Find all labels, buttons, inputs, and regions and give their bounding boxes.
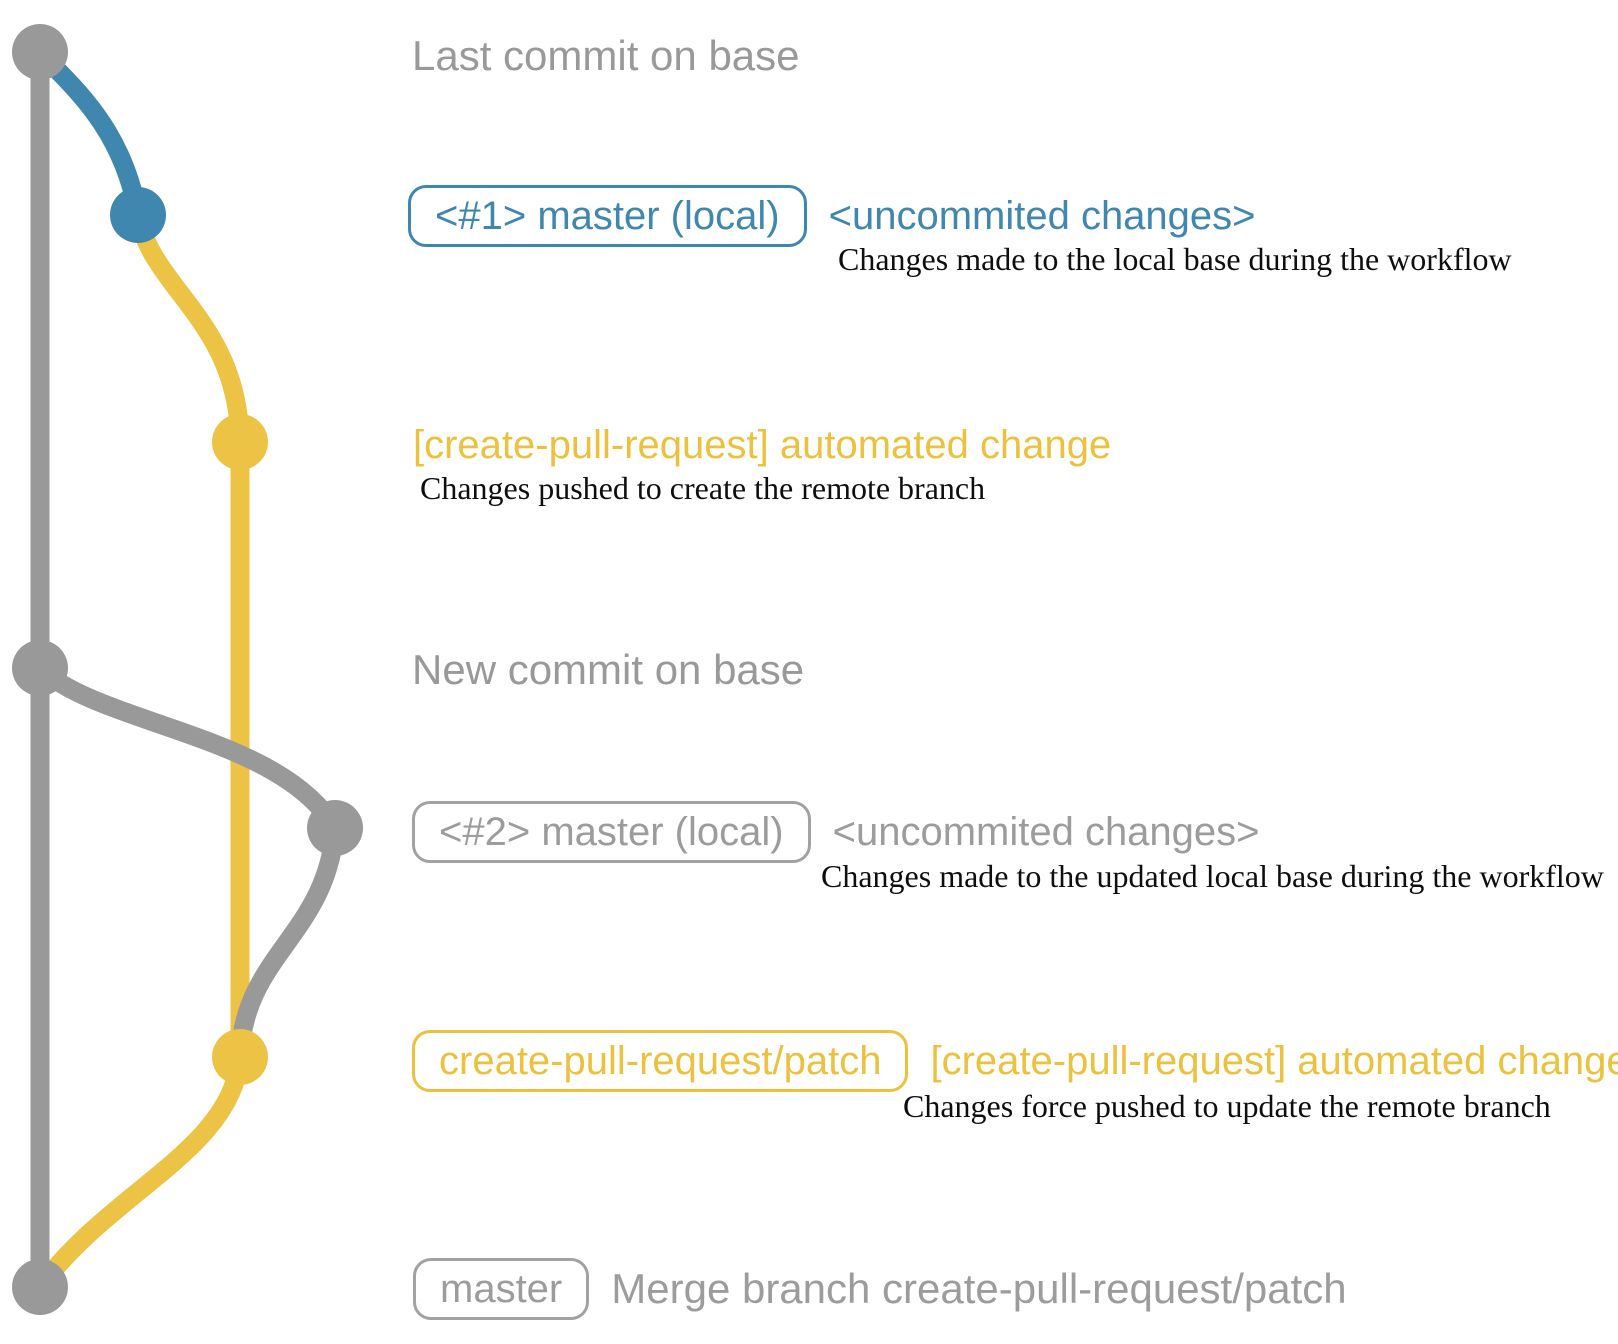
uncommitted-changes-label-2: <uncommited changes> [832, 809, 1260, 854]
automated-change-label-1: [create-pull-request] automated change [413, 423, 1112, 467]
branch-tag-create-pull-request-patch: create-pull-request/patch [412, 1030, 909, 1092]
entry-1-row: <#1> master (local) <uncommited changes> [408, 185, 1256, 247]
entry-5-row: master Merge branch create-pull-request/… [413, 1258, 1347, 1320]
automated-change-label-2: [create-pull-request] automated change [930, 1038, 1618, 1083]
local-branch-curve-out [33, 660, 344, 834]
commit-dot-local-1 [110, 187, 166, 243]
entry-3-note: Changes made to the updated local base d… [821, 858, 1604, 894]
merge-branch-label: Merge branch create-pull-request/patch [611, 1265, 1347, 1312]
branch-tag-master: master [413, 1258, 590, 1320]
new-commit-on-base-label: New commit on base [412, 646, 805, 693]
commit-dot-automated-change-1 [212, 414, 268, 470]
uncommitted-changes-label-1: <uncommited changes> [828, 193, 1256, 238]
commit-dot-local-2 [307, 800, 363, 856]
entry-4-note: Changes force pushed to update the remot… [903, 1088, 1551, 1124]
local-branch-curve-1 [32, 45, 148, 217]
entry-4-row: create-pull-request/patch [create-pull-r… [412, 1030, 1618, 1092]
commit-dot-new-commit-on-base [12, 640, 68, 696]
entry-2-note: Changes pushed to create the remote bran… [420, 470, 986, 506]
git-graph-svg [12, 24, 363, 1315]
last-commit-on-base-label: Last commit on base [412, 32, 800, 79]
commit-dot-automated-change-2 [212, 1029, 268, 1085]
entry-1-note: Changes made to the local base during th… [838, 241, 1512, 277]
commit-dot-merge [12, 1259, 68, 1315]
local-branch-curve-back [230, 827, 345, 1058]
patch-branch-curve-out [128, 212, 250, 443]
patch-branch-merge-curve [32, 1055, 250, 1293]
branch-tag-master-local-2: <#2> master (local) [412, 801, 811, 863]
branch-tag-master-local-1: <#1> master (local) [408, 185, 807, 247]
commit-dot-last-commit-on-base [12, 24, 68, 80]
entry-3-row: <#2> master (local) <uncommited changes> [412, 801, 1260, 863]
